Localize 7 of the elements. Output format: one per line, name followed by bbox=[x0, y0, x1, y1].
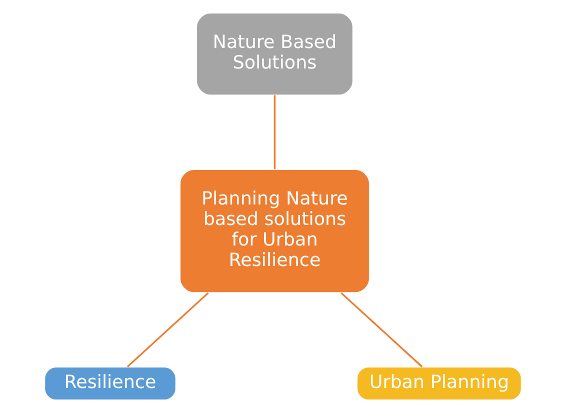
node-box: Planning Nature based solutions for Urban Resilience bbox=[179, 168, 370, 294]
node-box: Resilience bbox=[44, 366, 176, 401]
node-box: Urban Planning bbox=[356, 366, 522, 401]
connector bbox=[340, 292, 423, 368]
connector bbox=[274, 95, 276, 170]
node-box: Nature Based Solutions bbox=[196, 12, 354, 96]
connector bbox=[126, 292, 209, 368]
